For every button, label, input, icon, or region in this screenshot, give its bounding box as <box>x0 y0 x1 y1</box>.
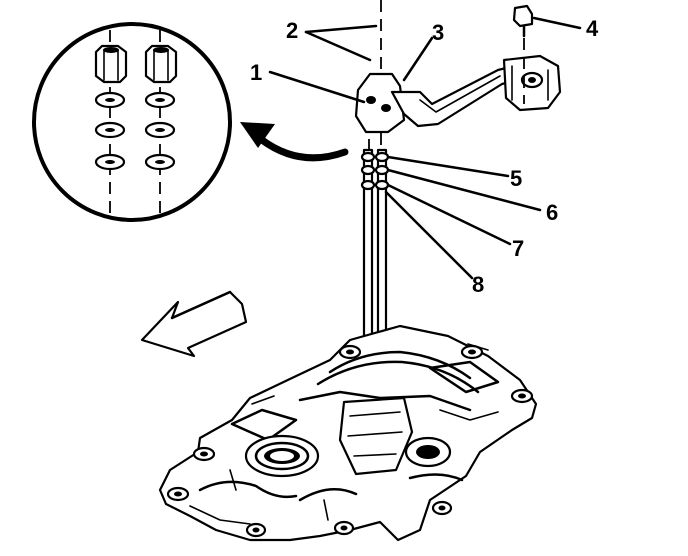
callout-labels: 1 2 3 4 5 6 7 8 <box>250 16 599 297</box>
callout-7: 7 <box>512 236 524 261</box>
callout-6: 6 <box>546 200 558 225</box>
bracket <box>354 54 562 134</box>
callout-3: 3 <box>432 20 444 45</box>
leader-lines <box>268 16 582 280</box>
detail-stack-left <box>94 30 128 215</box>
detail-stack-right <box>144 30 178 215</box>
callout-8: 8 <box>472 272 484 297</box>
curved-arrow-icon <box>240 122 349 162</box>
intake-manifold <box>158 324 538 542</box>
callout-1: 1 <box>250 60 262 85</box>
callout-4: 4 <box>586 16 599 41</box>
bolt <box>512 4 534 104</box>
callout-5: 5 <box>510 166 522 191</box>
detail-magnifier-circle <box>32 22 232 222</box>
front-direction-arrow-icon <box>140 290 248 358</box>
callout-2: 2 <box>286 18 298 43</box>
washer-stack <box>360 151 390 191</box>
